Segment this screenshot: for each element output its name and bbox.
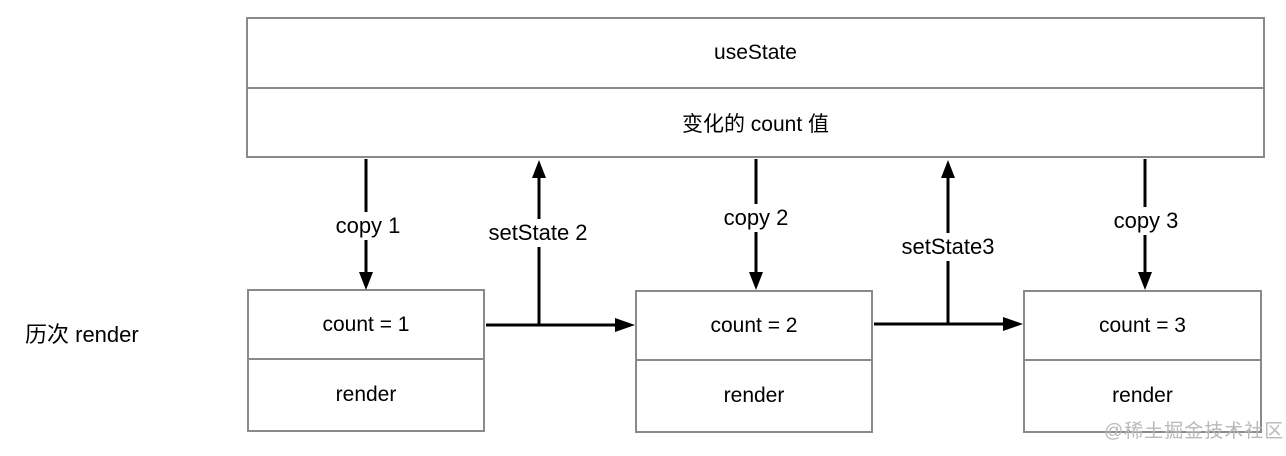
render-box-1-state: count = 1 [249, 291, 483, 360]
usestate-box: useState 变化的 count 值 [246, 17, 1265, 158]
setstate3-label: setState3 [896, 233, 1000, 261]
copy1-label: copy 1 [330, 212, 406, 240]
render-box-2-state: count = 2 [637, 292, 871, 361]
render-box-3-label: render [1112, 384, 1173, 407]
render-box-2: count = 2 render [635, 290, 873, 433]
render-box-2-label: render [723, 384, 785, 407]
usestate-box-count-value: 变化的 count 值 [681, 112, 830, 136]
box1-to-box2-arrow [486, 318, 635, 332]
render-box-1-label: render [335, 383, 397, 406]
box2-to-box3-arrow [874, 317, 1023, 331]
juejin-watermark: @稀土掘金技术社区 [1104, 421, 1285, 442]
render-box-3: count = 3 render [1023, 290, 1262, 433]
setstate2-label: setState 2 [483, 219, 593, 247]
render-box-1: count = 1 render [247, 289, 485, 432]
usestate-box-title: useState [248, 19, 1263, 89]
renders-axis-label: 历次 render [25, 322, 139, 347]
copy3-label: copy 3 [1108, 207, 1184, 235]
render-box-3-state: count = 3 [1025, 292, 1260, 361]
copy2-label: copy 2 [718, 204, 794, 232]
